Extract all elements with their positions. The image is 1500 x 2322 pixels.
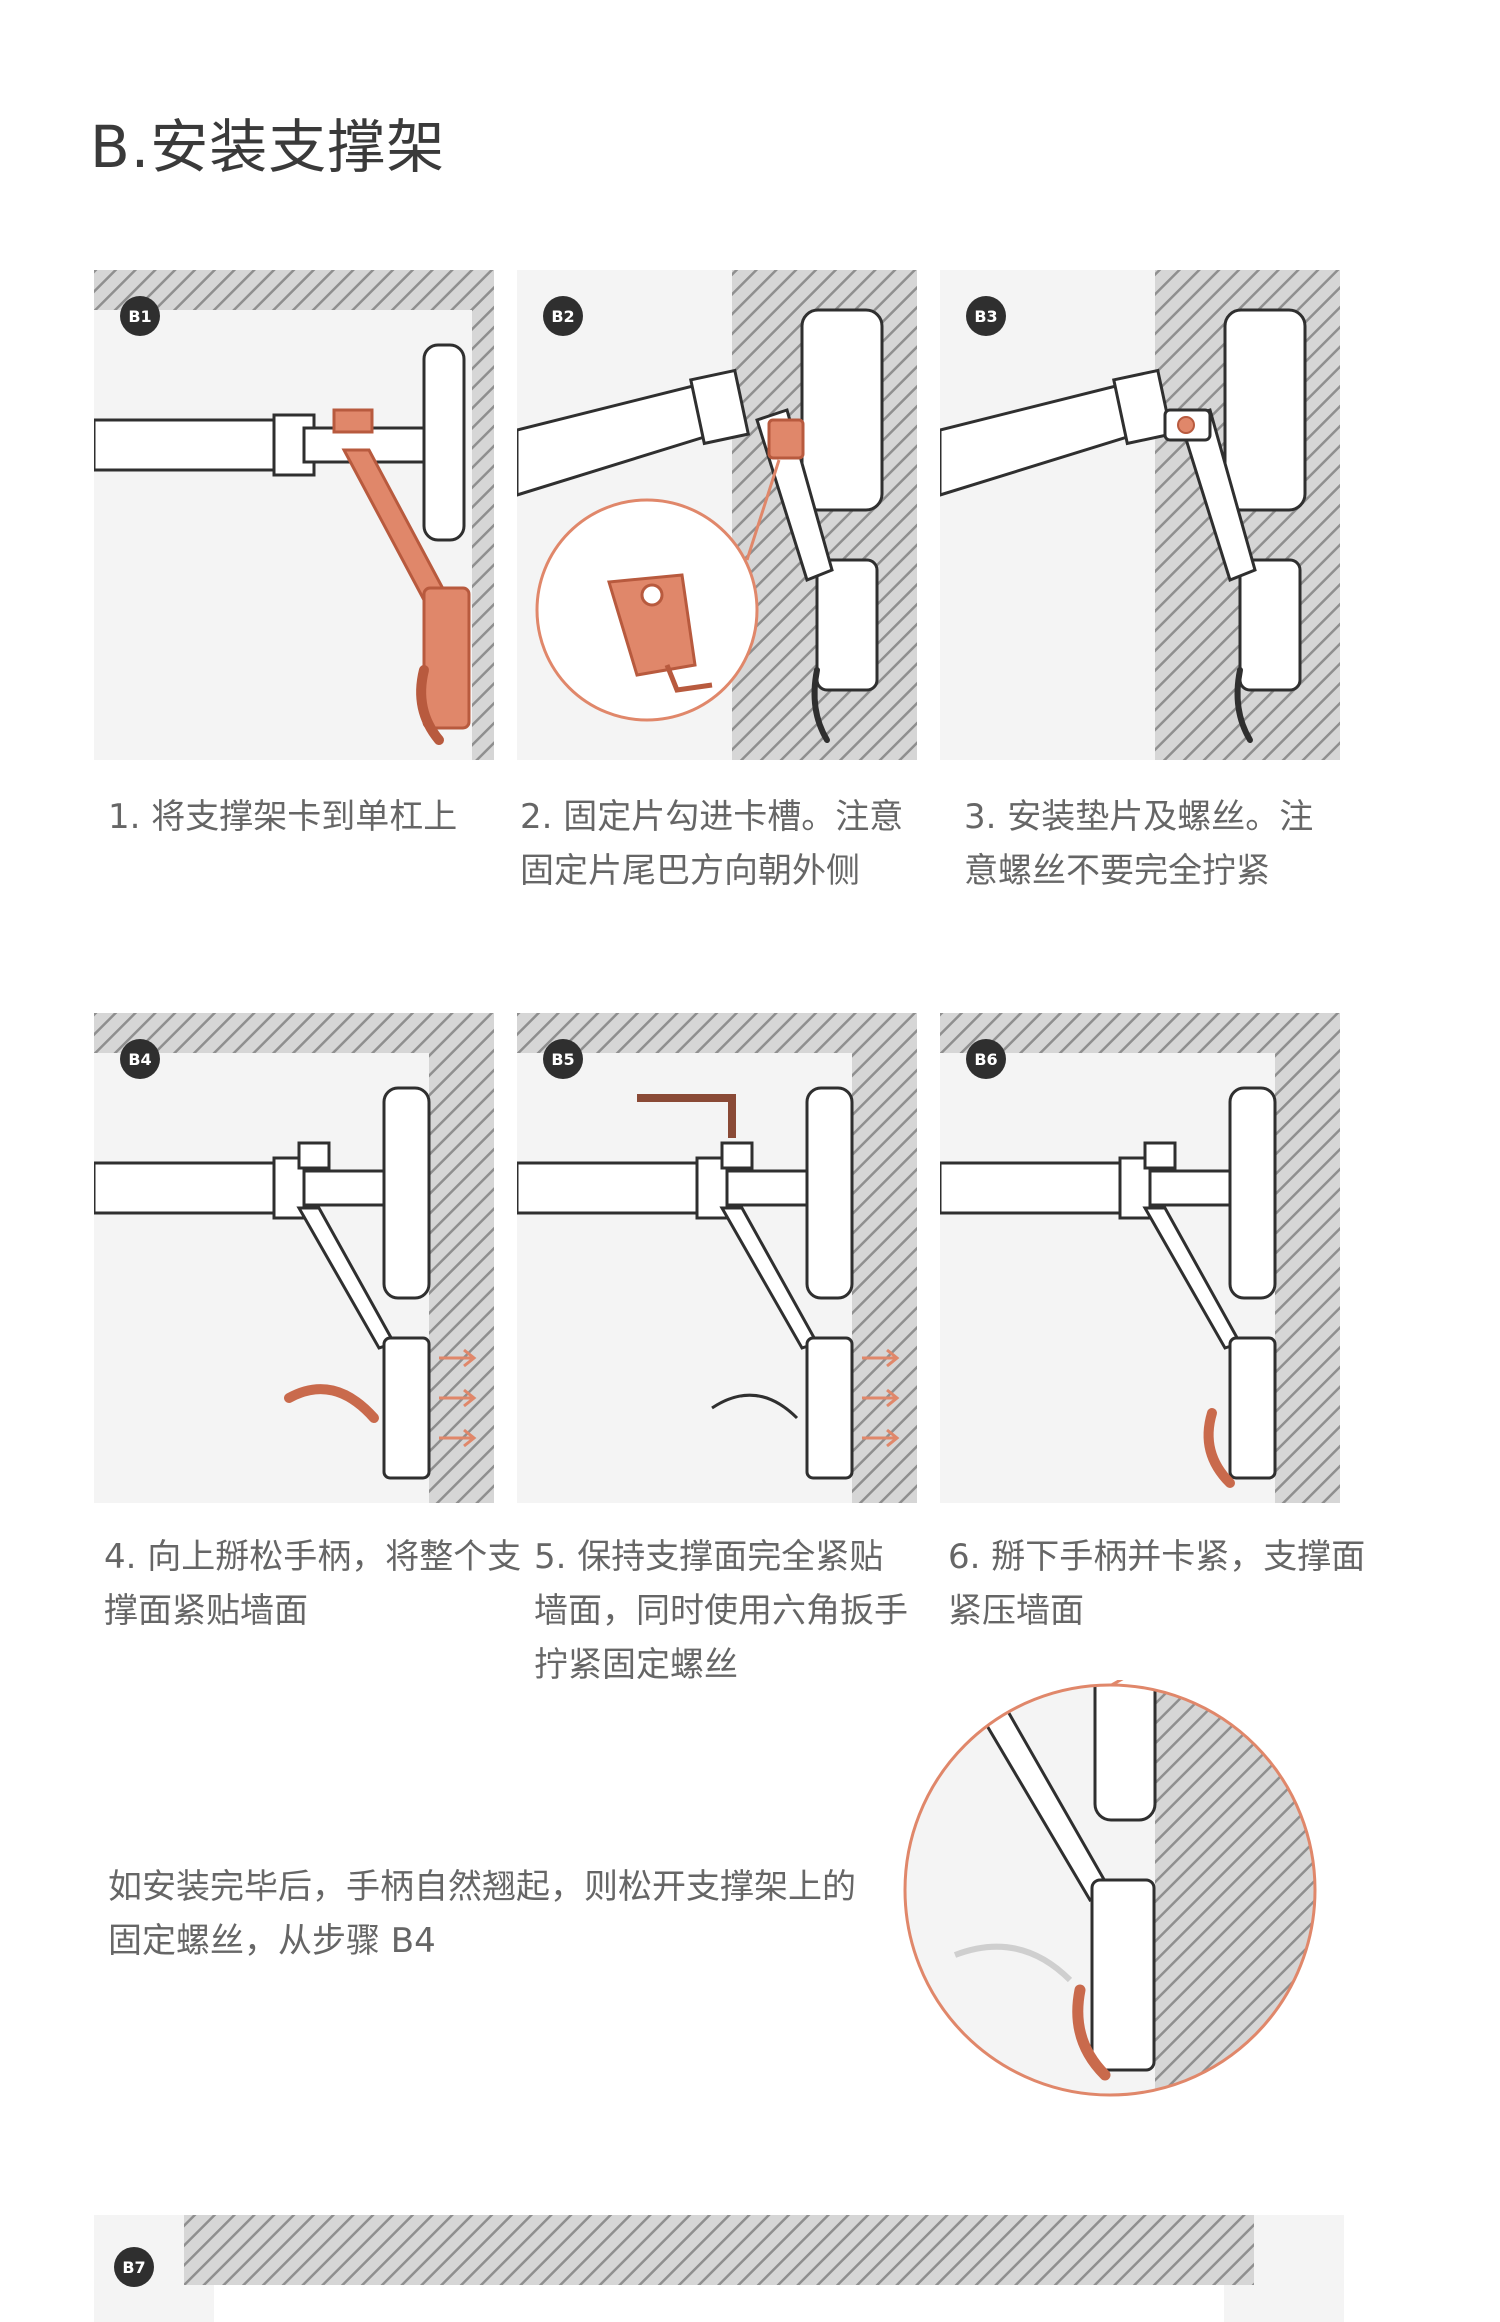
step-illustration-b3 <box>940 270 1340 760</box>
step-caption-4: 4. 向上掰松手柄，将整个支撑面紧贴墙面 <box>104 1537 522 1631</box>
step-illustration-b4 <box>94 1013 494 1503</box>
step-illustration-b2 <box>517 270 917 760</box>
step-illustration-b6 <box>940 1013 1340 1503</box>
page-title: B.安装支撑架 <box>90 113 446 181</box>
step-panel-b3: B3 <box>940 270 1340 760</box>
step-panel-b1: B1 <box>94 270 494 760</box>
step-illustration-b5 <box>517 1013 917 1503</box>
step-panel-b4: B4 <box>94 1013 494 1503</box>
step-caption-6: 6. 掰下手柄并卡紧，支撑面紧压墙面 <box>948 1537 1366 1631</box>
step-illustration-b7 <box>94 2215 1344 2322</box>
adjustment-note: 如安装完毕后，手柄自然翘起，则松开支撑架上的固定螺丝，从步骤 B4 <box>108 1867 856 1961</box>
step-panel-b6: B6 <box>940 1013 1340 1503</box>
step-panel-b5: B5 <box>517 1013 917 1503</box>
step-caption-3: 3. 安装垫片及螺丝。注意螺丝不要完全拧紧 <box>964 797 1314 891</box>
step-badge: B5 <box>543 1039 583 1079</box>
step-panel-b7: B7 <box>94 2215 1344 2322</box>
step-caption-5: 5. 保持支撑面完全紧贴墙面，同时使用六角扳手拧紧固定螺丝 <box>534 1537 908 1685</box>
step-badge: B3 <box>966 296 1006 336</box>
step-badge: B4 <box>120 1039 160 1079</box>
step-panel-b2: B2 <box>517 270 917 760</box>
step-badge: B6 <box>966 1039 1006 1079</box>
step-badge: B2 <box>543 296 583 336</box>
step-badge: B7 <box>114 2247 154 2287</box>
handle-detail-zoom <box>903 1680 1317 2097</box>
step-illustration-b1 <box>94 270 494 760</box>
step-caption-1: 1. 将支撑架卡到单杠上 <box>108 797 458 837</box>
step-badge: B1 <box>120 296 160 336</box>
step-caption-2: 2. 固定片勾进卡槽。注意固定片尾巴方向朝外侧 <box>520 797 904 891</box>
